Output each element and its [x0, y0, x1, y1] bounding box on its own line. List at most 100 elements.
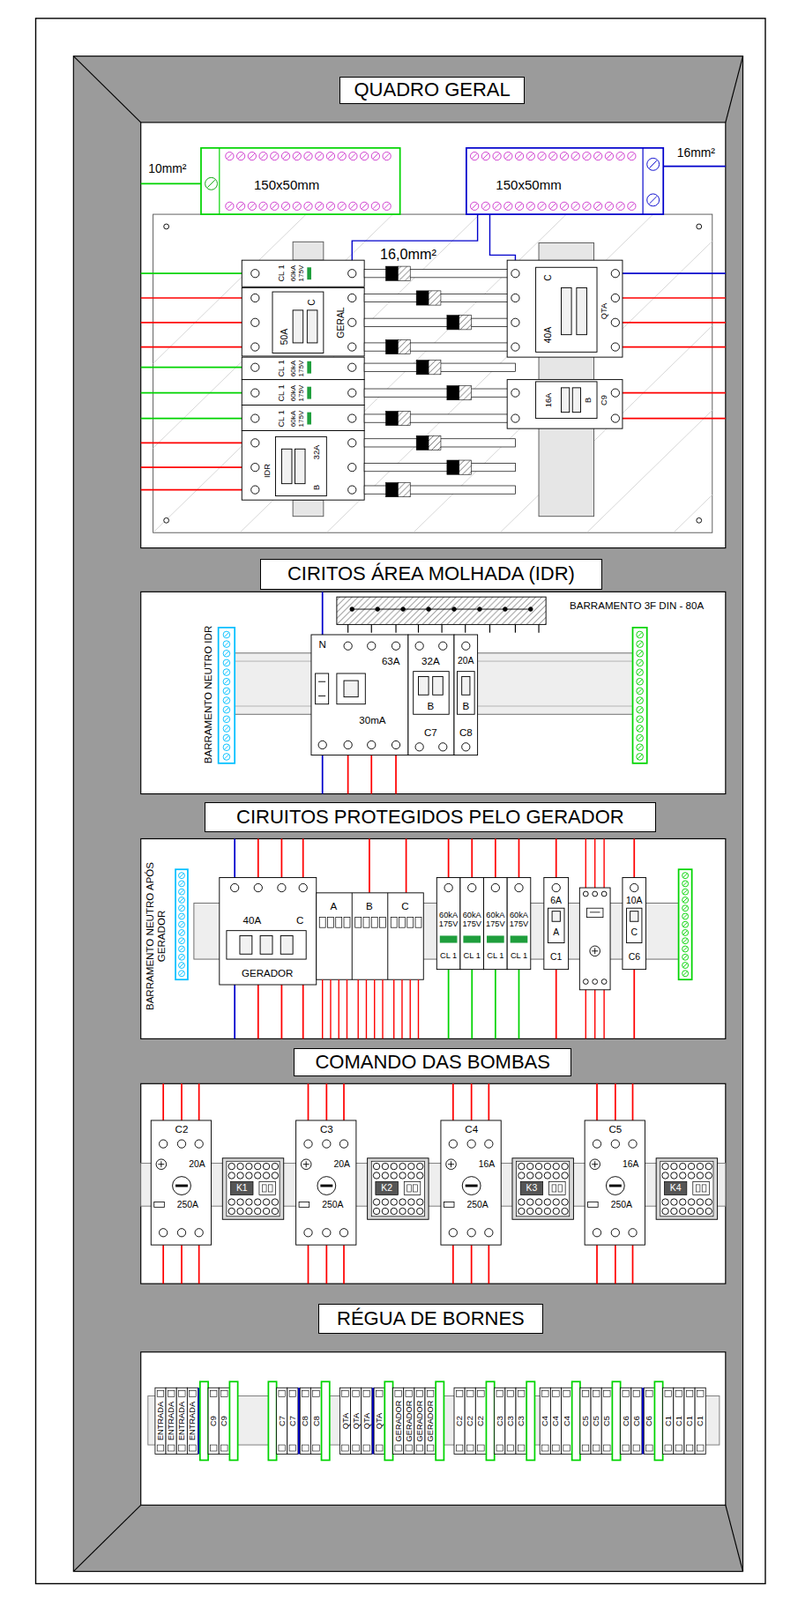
busbar-screw [223, 669, 231, 677]
busbar-pin [375, 607, 381, 612]
busbar-screw [559, 151, 568, 160]
terminal-label: C7 [288, 1416, 298, 1427]
test-screw [300, 1159, 312, 1171]
contactor-screw [262, 1172, 269, 1179]
terminal-screw [221, 1445, 229, 1452]
terminal-screw [304, 1229, 313, 1238]
ground-wire [141, 182, 206, 185]
terminal-screw [628, 1140, 637, 1149]
terminal-label: ENTRADA [156, 1401, 165, 1440]
busbar-screw [223, 744, 231, 752]
terminal-screw [348, 485, 357, 494]
busbar-screw [223, 706, 231, 714]
contactor-screw [535, 1208, 542, 1215]
contactor-screw [254, 1163, 262, 1170]
breaker-toggle [294, 448, 306, 484]
busbar-screw [178, 896, 186, 903]
terminal-label: C3 [506, 1416, 515, 1427]
terminal-screw [391, 641, 400, 650]
breaker-toggle [292, 310, 304, 344]
panel-section [141, 1352, 726, 1507]
terminal-label: C9 [219, 1416, 229, 1427]
panel-label: 150x50mm [495, 177, 561, 193]
busbar-screw [205, 177, 218, 190]
panel-label: 60kA 175V [460, 910, 484, 929]
busbar-screw [223, 725, 231, 733]
contactor-screw [671, 1199, 678, 1206]
terminal-screw [251, 414, 260, 423]
busbar-screw [682, 930, 689, 937]
block-screw [327, 917, 334, 929]
breaker-handle-frame [413, 671, 450, 716]
terminal-block [403, 1387, 415, 1455]
screw-slot [207, 179, 215, 187]
terminal-screw [484, 1229, 493, 1238]
screw-slot [629, 203, 635, 209]
phase-wire [596, 1083, 598, 1121]
contactor-screw [254, 1172, 262, 1179]
terminal-screw [194, 1140, 203, 1149]
terminal-screw [189, 1445, 197, 1452]
mounting-screw [164, 223, 170, 230]
block-divider [351, 893, 353, 980]
coil-indicator [268, 1185, 273, 1193]
busbar-screw [178, 905, 186, 912]
phase-wire [141, 466, 252, 469]
phase-wire [343, 1083, 345, 1121]
contactor-screw [228, 1208, 235, 1215]
contactor-screw [696, 1163, 703, 1170]
terminal-screw [484, 1140, 493, 1149]
busbar-divider [218, 148, 220, 215]
circuit-breaker [408, 634, 455, 756]
terminal-screw [467, 1140, 476, 1149]
busbar-screw [636, 725, 644, 733]
terminal-screw [251, 439, 260, 448]
terminal-screw [352, 1391, 360, 1398]
contactor [367, 1158, 429, 1220]
panel-label: 250A [321, 1200, 344, 1210]
busbar-screw [594, 201, 603, 210]
busbar-screw [371, 201, 380, 210]
screw-slot [683, 931, 687, 935]
comb-tooth [428, 360, 441, 375]
terminal-screw [496, 1391, 504, 1398]
breaker-toggle [462, 676, 470, 695]
terminal-screw [664, 1445, 672, 1452]
screw-slot [483, 153, 489, 159]
contactor-screw [246, 1208, 253, 1215]
terminal-screw [167, 1445, 175, 1452]
terminal-block [276, 1387, 288, 1455]
phase-wire [393, 979, 395, 1039]
phase-wire [633, 838, 635, 884]
comb-tooth [459, 460, 472, 475]
comb-tooth [416, 435, 429, 450]
busbar-screw [682, 913, 689, 920]
panel-label: 16mm² [677, 146, 716, 160]
busbar-screw [223, 697, 231, 705]
screw-slot [516, 153, 523, 159]
screw-slot [294, 203, 300, 209]
terminal-screw [298, 883, 307, 892]
test-screw [589, 1159, 601, 1171]
panel-label: 250A [177, 1200, 199, 1210]
busbar-screw [549, 201, 558, 210]
terminal-label: C1 [663, 1416, 673, 1427]
breaker-toggle [343, 680, 358, 698]
terminal-screw [313, 1391, 321, 1398]
panel-label: 150x50mm [253, 177, 320, 193]
terminal-screw [611, 343, 620, 351]
terminal-screw [582, 891, 589, 897]
panel-section [141, 122, 726, 549]
terminal-label: C2 [476, 1416, 485, 1427]
screw-slot [637, 745, 642, 750]
phase-wire [180, 1245, 183, 1284]
motor-protector [296, 1120, 357, 1246]
screw-slot [550, 203, 556, 209]
screw-slot [249, 203, 255, 209]
frame-bevel [725, 56, 744, 123]
screw-slot [637, 661, 642, 666]
busbar-pin [350, 607, 355, 612]
contactor-screw [544, 1163, 551, 1170]
screw-slot [595, 153, 601, 159]
busbar-screw [178, 880, 186, 888]
